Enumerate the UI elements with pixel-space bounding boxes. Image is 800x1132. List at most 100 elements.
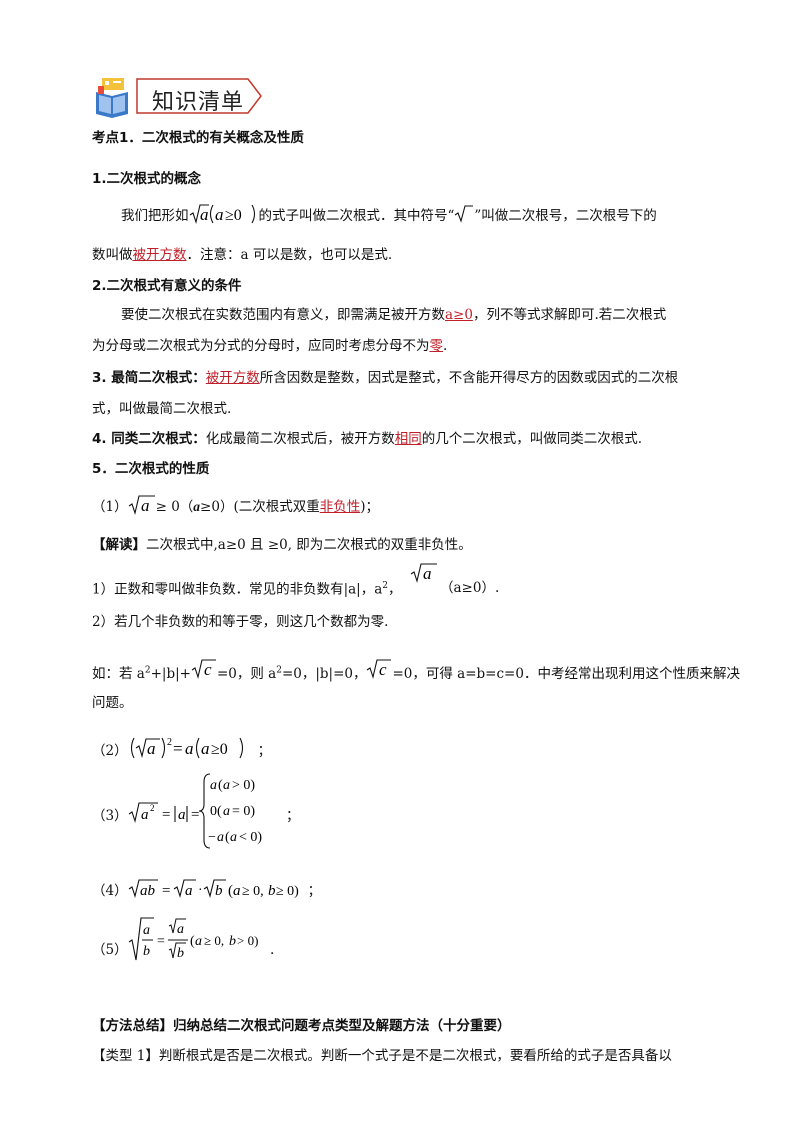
jiedu-line: 【解读】二次根式中,a≥0 且 ≥0, 即为二次根式的双重非负性。 — [92, 535, 472, 555]
p1-ge: ≥ 0（ — [155, 499, 194, 515]
svg-text:=: = — [191, 807, 199, 823]
p5-num: （5） — [92, 942, 128, 958]
svg-text:= 0): = 0) — [232, 804, 255, 819]
square-of-sqrt-formula: a 2 = a a ≥0 — [130, 737, 243, 759]
banner-frame — [136, 78, 262, 114]
book-icon — [96, 78, 128, 118]
l1-text-a: 1）正数和零叫做非负数．常见的非负数有|a|，a — [92, 581, 383, 598]
sqrt-c-formula: c — [367, 659, 392, 680]
abs-value-piecewise-formula: a 2 = a = a(a > 0) 0(a = 0) −a(a < 0) — [128, 773, 262, 849]
svg-text:=: = — [173, 739, 183, 758]
p3-num: （3） — [92, 808, 128, 824]
svg-text:a: a — [143, 923, 150, 938]
s2-red-zero: 零 — [429, 338, 444, 354]
l3-text-d: =0，|b|=0， — [281, 666, 367, 682]
p5-dot: . — [270, 942, 275, 958]
svg-text:2: 2 — [167, 737, 172, 748]
svg-text:=: = — [162, 883, 170, 899]
s1-text-d: 数叫做 — [92, 247, 133, 263]
l3-sup2: 2 — [276, 665, 282, 676]
svg-text:c: c — [379, 660, 387, 679]
section-3-line1: 3. 最简二次根式：被开方数所含因数是整数，因式是整式，不含能开得尽方的因数或因… — [92, 368, 678, 388]
svg-text:a: a — [215, 205, 224, 224]
svg-text:=: = — [162, 807, 170, 823]
banner-title: 知识清单 — [152, 90, 245, 115]
svg-text:(: ( — [228, 883, 233, 899]
nonneg-line-2: 2）若几个非负数的和等于零，则这几个数都为零. — [92, 614, 389, 630]
type1-text: 判断根式是否是二次根式。判断一个式子是不是二次根式，要看所给的式子是否具备以 — [158, 1048, 672, 1064]
nonneg-line-4: 问题。 — [92, 695, 133, 711]
section-4-line: 4. 同类二次根式：化成最简二次根式后，被开方数相同的几个二次根式，叫做同类二次… — [92, 429, 642, 449]
svg-text:·: · — [198, 883, 203, 898]
p3-semi: ； — [286, 808, 300, 824]
kaodian-title: 考点1．二次根式的有关概念及性质 — [92, 130, 304, 146]
svg-text:a: a — [423, 564, 432, 583]
svg-text:a: a — [141, 807, 149, 823]
l3-text-c: =0，则 a — [216, 666, 277, 682]
l3-text-a: 如：若 a — [92, 666, 145, 682]
svg-text:a: a — [147, 739, 156, 758]
svg-text:b: b — [229, 934, 236, 949]
p1-cond: ≥0）(二次根式双重 — [200, 499, 320, 515]
p4-num: （4） — [92, 883, 128, 899]
svg-text:> 0): > 0) — [237, 933, 258, 948]
svg-text:a: a — [177, 922, 184, 937]
p1-red-term: 非负性 — [319, 499, 361, 515]
svg-text:(: ( — [225, 830, 230, 845]
s1-text-c: ”叫做二次根号，二次根号下的 — [474, 208, 657, 224]
s1-red-term: 被开方数 — [132, 247, 187, 263]
s4-text-a: 化成最简二次根式后，被开方数 — [205, 431, 395, 447]
s3-red-term: 被开方数 — [205, 370, 260, 386]
product-rule-formula: ab = a · b (a ≥ 0,b≥ 0) — [128, 879, 299, 899]
svg-text:=: = — [157, 934, 165, 949]
section-2-title: 2.二次根式有意义的条件 — [92, 278, 242, 294]
svg-text:a: a — [233, 883, 241, 899]
nonneg-line-1: 1）正数和零叫做非负数．常见的非负数有|a|，a2， — [92, 576, 402, 600]
sqrt-a-formula: a — [128, 495, 155, 516]
s4-text-b: 的几个二次根式，叫做同类二次根式. — [421, 431, 643, 447]
svg-text:c: c — [204, 660, 212, 679]
svg-text:≥ 0,: ≥ 0, — [242, 884, 264, 899]
svg-text:< 0): < 0) — [239, 830, 262, 845]
svg-text:≥0: ≥0 — [225, 207, 242, 224]
s2-text-d: . — [443, 338, 448, 354]
svg-text:a: a — [141, 496, 150, 515]
svg-text:b: b — [215, 883, 223, 899]
s3-text-a: 所含因数是整数，因式是整式，不含能开得尽方的因数或因式的二次根 — [259, 370, 679, 386]
svg-text:ab: ab — [140, 883, 156, 899]
l1-text-b: ， — [388, 581, 402, 598]
section-1-para-line1: 我们把形如 a a ≥0 的式子叫做二次根式．其中符号“”叫做二次根号，二次根号… — [121, 203, 657, 226]
s4-red-term: 相同 — [394, 431, 422, 447]
svg-text:a: a — [185, 739, 194, 758]
section-2-para-line1: 要使二次根式在实数范围内有意义，即需满足被开方数a≥0，列不等式求解即可.若二次… — [121, 305, 666, 325]
p2-semi: ； — [257, 743, 272, 759]
p1-end: )； — [360, 499, 379, 515]
s1-text-b: 的式子叫做二次根式．其中符号“ — [258, 208, 455, 224]
svg-text:a: a — [223, 804, 230, 819]
svg-text:a: a — [230, 830, 237, 845]
svg-text:(: ( — [218, 778, 223, 793]
section-4-title: 4. 同类二次根式： — [92, 431, 206, 447]
svg-text:2: 2 — [150, 803, 155, 813]
s2-red-cond: a≥0 — [445, 307, 473, 323]
svg-text:≥0: ≥0 — [211, 741, 228, 758]
l3-sup: 2 — [144, 665, 151, 676]
sqrt-c-formula: c — [191, 659, 216, 680]
section-1-para-line2: 数叫做被开方数．注意：a 可以是数，也可以是式. — [92, 245, 392, 265]
s2-text-c: 为分母或二次根式为分式的分母时，应同时考虑分母不为 — [92, 338, 430, 354]
l1-sup: 2 — [382, 581, 389, 591]
svg-text:a: a — [223, 778, 230, 793]
p4-semi: ； — [307, 883, 322, 899]
svg-text:a: a — [178, 807, 186, 823]
svg-text:> 0): > 0) — [232, 778, 255, 793]
svg-text:(: ( — [190, 934, 195, 949]
sqrt-a-raised: a — [410, 563, 437, 584]
sqrt-a-formula: a a ≥0 — [189, 204, 255, 225]
s2-text-b: ，列不等式求解即可.若二次根式 — [472, 307, 667, 323]
svg-text:≥ 0): ≥ 0) — [276, 884, 299, 899]
svg-text:a: a — [217, 830, 224, 845]
p2-num: （2） — [92, 743, 128, 759]
radical-sign-icon — [455, 205, 474, 223]
section-5-title: 5．二次根式的性质 — [92, 461, 210, 477]
svg-text:≥ 0,: ≥ 0, — [204, 933, 224, 948]
